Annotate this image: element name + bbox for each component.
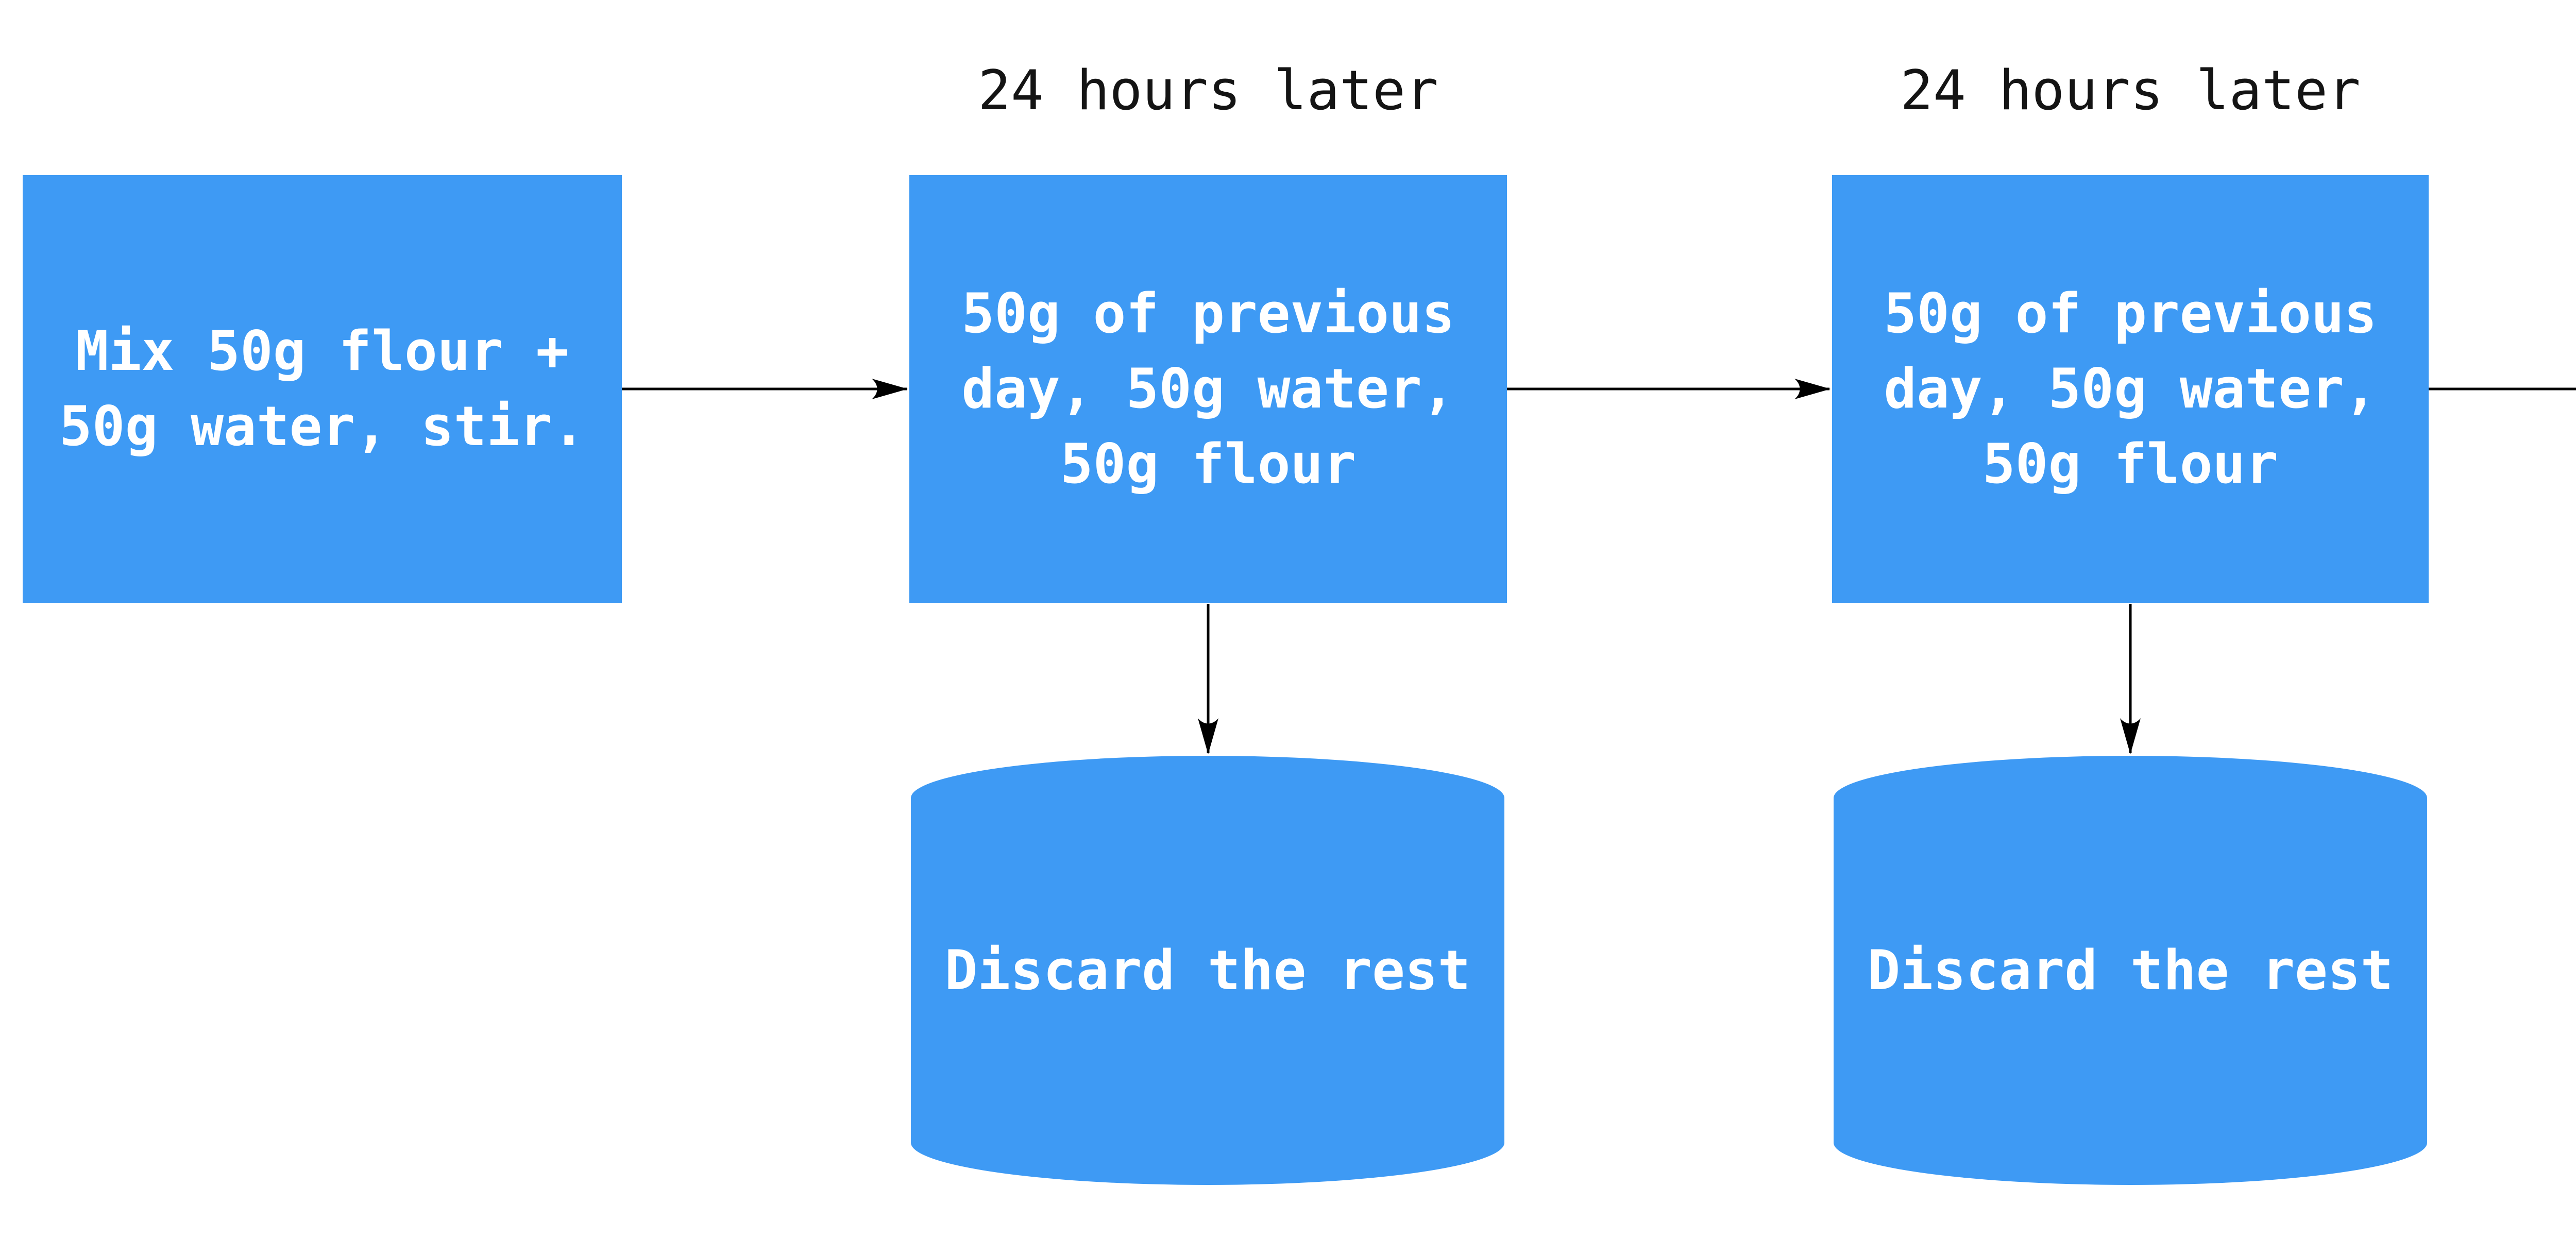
node-label: Mix 50g flour + 50g water, stir. — [59, 319, 586, 458]
node-label: Discard the rest — [944, 938, 1471, 1002]
node-feed2: 50g of previous day, 50g water, 50g flou… — [1832, 175, 2429, 603]
node-discard1: Discard the rest — [911, 756, 1504, 1185]
node-label: 50g of previous day, 50g water, 50g flou… — [1884, 282, 2377, 496]
node-mix: Mix 50g flour + 50g water, stir. — [23, 175, 622, 603]
node-discard2: Discard the rest — [1834, 756, 2427, 1185]
annotation-feed2: 24 hours later — [1900, 59, 2361, 122]
node-label: Discard the rest — [1867, 938, 2394, 1002]
node-feed1: 50g of previous day, 50g water, 50g flou… — [909, 175, 1507, 603]
node-label: 50g of previous day, 50g water, 50g flou… — [961, 282, 1455, 496]
annotation-feed1: 24 hours later — [978, 59, 1438, 122]
